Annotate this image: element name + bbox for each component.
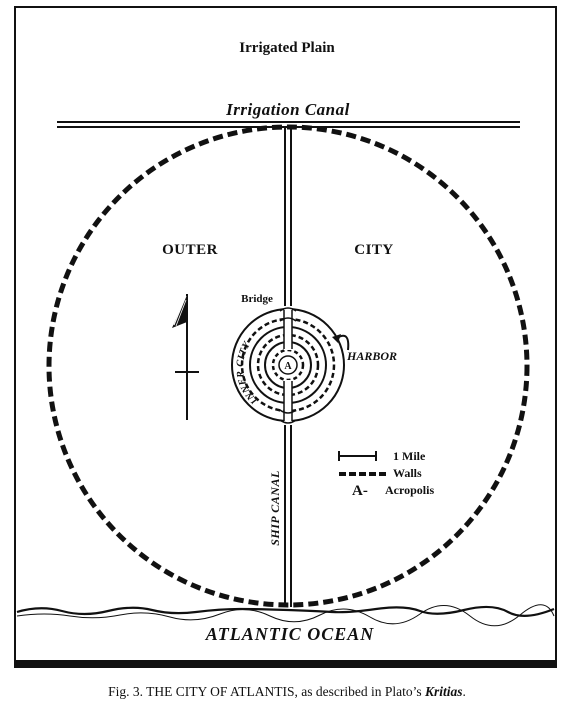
- inner-canal-banks: [283, 310, 293, 421]
- figure-caption: Fig. 3. THE CITY OF ATLANTIS, as describ…: [0, 684, 574, 700]
- irrigated-plain-label: Irrigated Plain: [239, 40, 335, 56]
- bridge-label: Bridge: [241, 293, 273, 305]
- harbor-pointer-head: [332, 334, 341, 343]
- ship-canal-label: SHIP CANAL: [268, 470, 282, 546]
- acropolis-marker: A: [284, 361, 292, 372]
- city-label: CITY: [354, 242, 394, 258]
- ocean-shoreline: [16, 605, 555, 617]
- bottom-border: [15, 660, 556, 668]
- north-arrow-icon: [172, 294, 199, 420]
- legend-acropolis-label: Acropolis: [385, 483, 434, 497]
- legend: 1 Mile Walls A- Acropolis: [338, 449, 434, 499]
- irrigation-canal-label: Irrigation Canal: [225, 100, 350, 119]
- inner-canal-gap-north: [284, 306, 292, 350]
- inner-canal-gap-south: [284, 380, 292, 425]
- caption-work-title: Kritias: [424, 684, 463, 699]
- legend-walls-label: Walls: [393, 466, 422, 480]
- inner-city-label: INNER CITY: [235, 339, 261, 406]
- caption-prefix: Fig. 3. THE CITY OF ATLANTIS, as describ…: [108, 684, 425, 699]
- harbor-label: HARBOR: [346, 349, 397, 363]
- caption-suffix: .: [462, 684, 466, 699]
- outer-city-wall: [46, 124, 530, 608]
- legend-mile-label: 1 Mile: [393, 449, 426, 463]
- ocean-wave: [16, 604, 555, 627]
- ring-bridges: [279, 307, 297, 424]
- atlantic-ocean-label: ATLANTIC OCEAN: [205, 624, 375, 644]
- acropolis-center: [278, 355, 298, 375]
- outer-label: OUTER: [162, 242, 218, 258]
- legend-acropolis-key: A-: [352, 483, 368, 499]
- legend-mile-scale-icon: [338, 451, 377, 461]
